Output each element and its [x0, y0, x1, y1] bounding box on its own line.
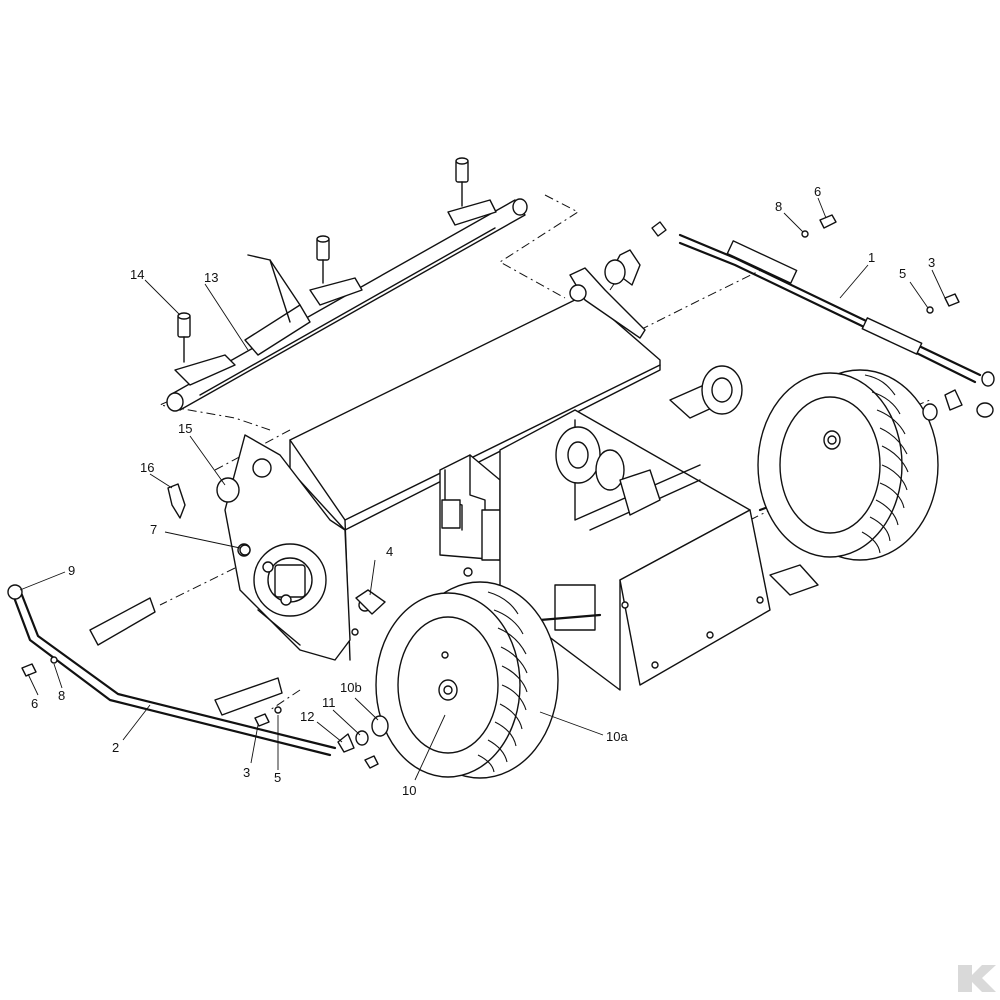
callout-16: 16 [140, 460, 154, 475]
front-roller-bar [166, 198, 528, 412]
callout-9: 9 [68, 563, 75, 578]
roller-pin [455, 157, 469, 207]
front-axle-bar [7, 584, 379, 769]
callout-8: 8 [775, 199, 782, 214]
tire-tread [477, 591, 528, 773]
callout-13: 13 [204, 270, 218, 285]
callout-7: 7 [150, 522, 157, 537]
callout-3: 3 [928, 255, 935, 270]
tire-tread [861, 374, 909, 554]
rear-axle-bar [678, 233, 995, 387]
callout-5: 5 [899, 266, 906, 281]
callout-15: 15 [178, 421, 192, 436]
callout-10b: 10b [340, 680, 362, 695]
front-left-wheel [375, 581, 559, 779]
callout-2: 2 [112, 740, 119, 755]
front-hardware [21, 477, 389, 753]
callout-1: 1 [868, 250, 875, 265]
roller-pin-group [177, 157, 469, 363]
callout-4: 4 [386, 544, 393, 559]
callout-3: 3 [243, 765, 250, 780]
callout-11: 11 [322, 695, 336, 710]
callout-6: 6 [31, 696, 38, 711]
callout-10a: 10a [606, 729, 628, 744]
rear-hardware [604, 214, 994, 421]
callout-8: 8 [58, 688, 65, 703]
leader-lines [19, 197, 946, 781]
callout-14: 14 [130, 267, 144, 282]
roller-pin [177, 312, 191, 363]
callout-labels: 1 2 3 3 4 5 5 6 6 7 8 8 9 10 10a 10b 11 … [31, 184, 935, 798]
callout-5: 5 [274, 770, 281, 785]
brand-logo-icon [958, 965, 996, 992]
rear-right-wheel [757, 369, 939, 561]
roller-pin [316, 235, 330, 284]
callout-6: 6 [814, 184, 821, 199]
callout-10: 10 [402, 783, 416, 798]
callout-12: 12 [300, 709, 314, 724]
